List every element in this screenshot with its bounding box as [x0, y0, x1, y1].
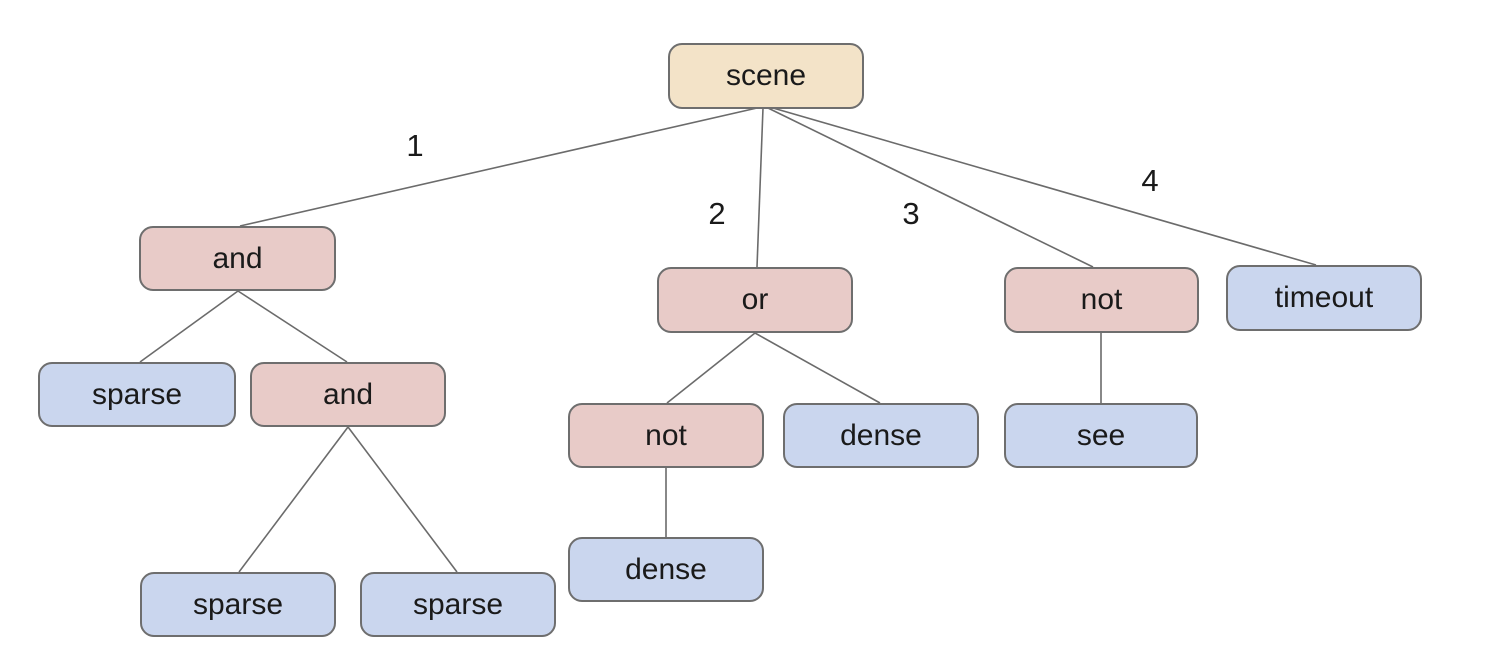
node-or: or [657, 267, 853, 333]
edge-scene-timeout [772, 107, 1317, 266]
edge-label-2: 2 [708, 196, 726, 231]
edge-and2-sparse3 [347, 426, 458, 573]
node-see: see [1004, 403, 1198, 468]
node-not-nested: not [568, 403, 764, 468]
edge-and-sparse [139, 290, 239, 363]
node-dense: dense [783, 403, 979, 468]
node-sparse-3: sparse [360, 572, 556, 637]
edge-scene-not [767, 107, 1094, 268]
edge-or-dense [754, 332, 881, 404]
node-not: not [1004, 267, 1199, 333]
node-sparse: sparse [38, 362, 236, 427]
node-sparse-2: sparse [140, 572, 336, 637]
node-and: and [139, 226, 336, 291]
edge-scene-or [756, 107, 764, 268]
edge-and-and2 [237, 290, 348, 363]
node-and-nested: and [250, 362, 446, 427]
node-scene: scene [668, 43, 864, 109]
edge-or-not2 [666, 332, 756, 404]
node-timeout: timeout [1226, 265, 1422, 331]
edge-label-4: 4 [1141, 163, 1159, 198]
edge-and2-sparse2 [238, 426, 349, 573]
edge-label-3: 3 [902, 196, 920, 231]
edge-scene-and [239, 107, 758, 227]
edge-label-1: 1 [406, 128, 424, 163]
node-dense-2: dense [568, 537, 764, 602]
